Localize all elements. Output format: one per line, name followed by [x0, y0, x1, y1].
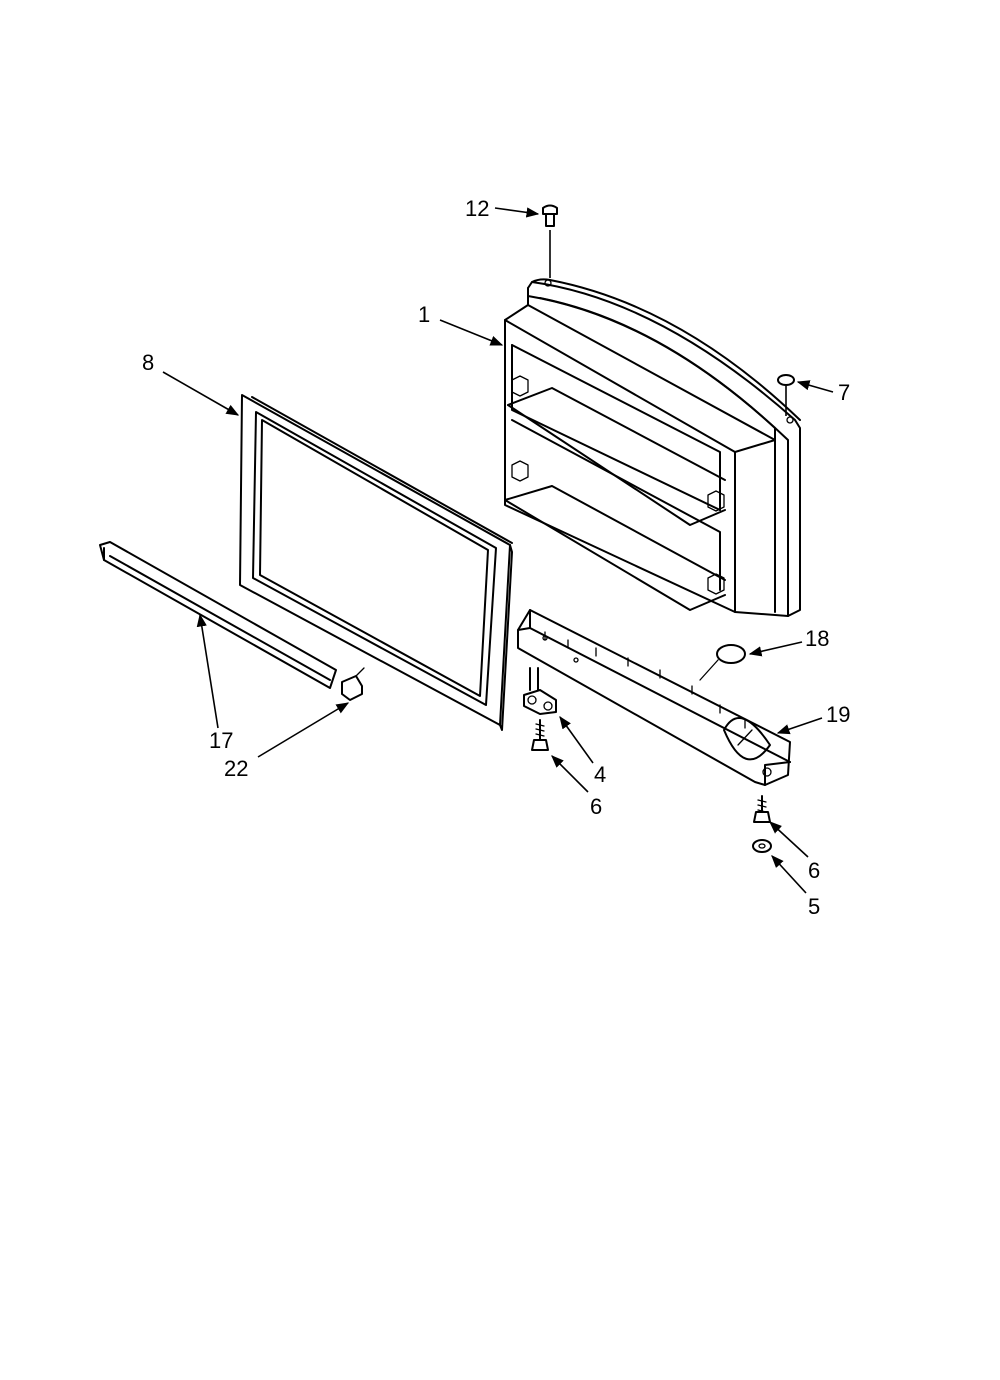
leader-17	[196, 613, 219, 729]
leader-22	[257, 702, 350, 758]
leader-7	[796, 380, 834, 393]
callout-5: 5	[808, 894, 820, 919]
callout-22: 22	[224, 756, 248, 781]
callout-12: 12	[465, 196, 489, 221]
screw-6-right-part	[753, 795, 771, 823]
leader-lines	[162, 207, 834, 894]
callout-17: 17	[209, 728, 233, 753]
callout-19: 19	[826, 702, 850, 727]
callout-8: 8	[142, 350, 154, 375]
leader-6-left	[551, 755, 589, 793]
leader-18	[748, 641, 803, 657]
leader-4	[559, 715, 594, 764]
leader-6-right	[769, 821, 809, 858]
leader-19	[776, 717, 823, 735]
leader-1	[439, 319, 504, 346]
callout-7: 7	[838, 380, 850, 405]
callout-4: 4	[594, 762, 606, 787]
hinge-bracket-part	[517, 609, 791, 786]
freezer-door-part	[504, 278, 801, 617]
leader-8	[162, 371, 240, 416]
callout-18: 18	[805, 626, 829, 651]
callout-labels: 12 1 7 8 18 19 17 22 4 6 6 5	[142, 196, 850, 919]
screw-12-part	[542, 204, 558, 278]
hinge-plate-part	[523, 667, 557, 715]
nut-5-part	[752, 839, 772, 853]
callout-6-right: 6	[808, 858, 820, 883]
end-cap-part	[341, 667, 365, 701]
screw-6-left-part	[531, 719, 549, 751]
leader-5	[771, 855, 807, 894]
callout-6-left: 6	[590, 794, 602, 819]
plug-7-part	[777, 374, 795, 416]
callout-1: 1	[418, 302, 430, 327]
trim-strip-part	[99, 541, 337, 689]
leader-12	[494, 207, 540, 218]
door-gasket-part	[239, 394, 513, 731]
plug-18-part	[699, 644, 746, 681]
